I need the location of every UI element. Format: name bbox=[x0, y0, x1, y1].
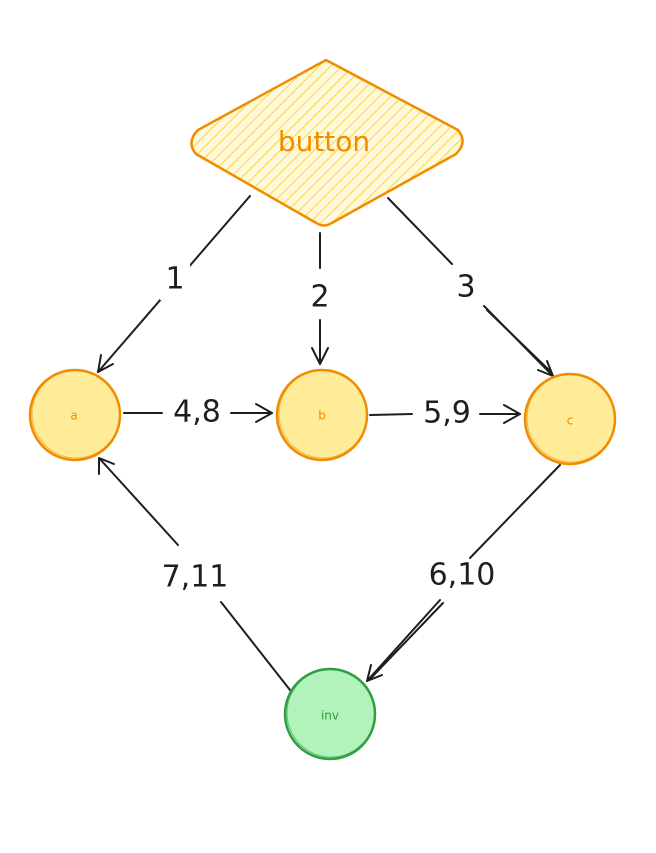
edge-button-to-a-arrowhead bbox=[97, 354, 114, 373]
node-b[interactable]: b bbox=[275, 368, 369, 462]
edge-c-to-inv-label: 6,10 bbox=[429, 558, 496, 593]
edge-c-to-inv-arrowhead bbox=[366, 664, 383, 682]
edge-inv-to-a: 7,11 bbox=[98, 457, 291, 691]
node-b-sketch-stroke bbox=[278, 369, 368, 459]
button-node-label: button bbox=[278, 125, 370, 158]
edge-button-to-b-arrowhead bbox=[311, 347, 329, 365]
node-inv[interactable]: inv bbox=[283, 667, 377, 761]
edge-button-to-b-label: 2 bbox=[310, 280, 329, 315]
edge-button-to-c: 3 bbox=[387, 197, 554, 377]
edge-inv-to-a-line-bottom bbox=[220, 601, 291, 691]
edge-c-to-inv-line-bottom bbox=[366, 599, 441, 682]
edge-button-to-b: 2 bbox=[310, 232, 330, 365]
edge-b-to-c: 5,9 bbox=[369, 396, 521, 431]
edge-button-to-c-line-shadow bbox=[486, 309, 552, 373]
edge-button-to-a-label: 1 bbox=[165, 262, 184, 297]
edge-a-to-b-label: 4,8 bbox=[173, 395, 221, 430]
node-c-sketch-stroke bbox=[526, 373, 616, 463]
node-a-label: a bbox=[70, 409, 77, 423]
node-c[interactable]: c bbox=[523, 372, 617, 466]
edge-inv-to-a-line-top bbox=[98, 457, 179, 546]
node-a-sketch-stroke bbox=[31, 369, 121, 459]
node-a[interactable]: a bbox=[28, 368, 122, 462]
edge-label-bg bbox=[160, 260, 190, 300]
edge-button-to-c-label: 3 bbox=[456, 270, 475, 305]
node-inv-sketch-stroke bbox=[286, 668, 376, 758]
edge-inv-to-a-arrowhead bbox=[98, 457, 115, 475]
edge-c-to-inv-line-shadow bbox=[369, 602, 444, 680]
edge-inv-to-a-label: 7,11 bbox=[162, 560, 229, 595]
edge-b-to-c-arrowhead bbox=[503, 404, 521, 424]
button-node[interactable]: button bbox=[190, 58, 464, 227]
edge-b-to-c-label: 5,9 bbox=[423, 396, 471, 431]
edge-c-to-inv-line-top bbox=[469, 464, 561, 559]
edge-c-to-inv: 6,10 bbox=[366, 464, 561, 682]
edge-a-to-b-arrowhead bbox=[255, 403, 273, 423]
edge-button-to-c-line-top bbox=[387, 197, 453, 265]
edge-button-to-a: 1 bbox=[97, 195, 251, 373]
node-b-label: b bbox=[318, 409, 326, 423]
edge-a-to-b: 4,8 bbox=[123, 395, 273, 430]
edge-b-to-c-line-left bbox=[369, 413, 413, 416]
button-diamond-shape bbox=[190, 58, 464, 227]
node-inv-label: inv bbox=[321, 709, 339, 723]
node-c-label: c bbox=[567, 414, 574, 428]
